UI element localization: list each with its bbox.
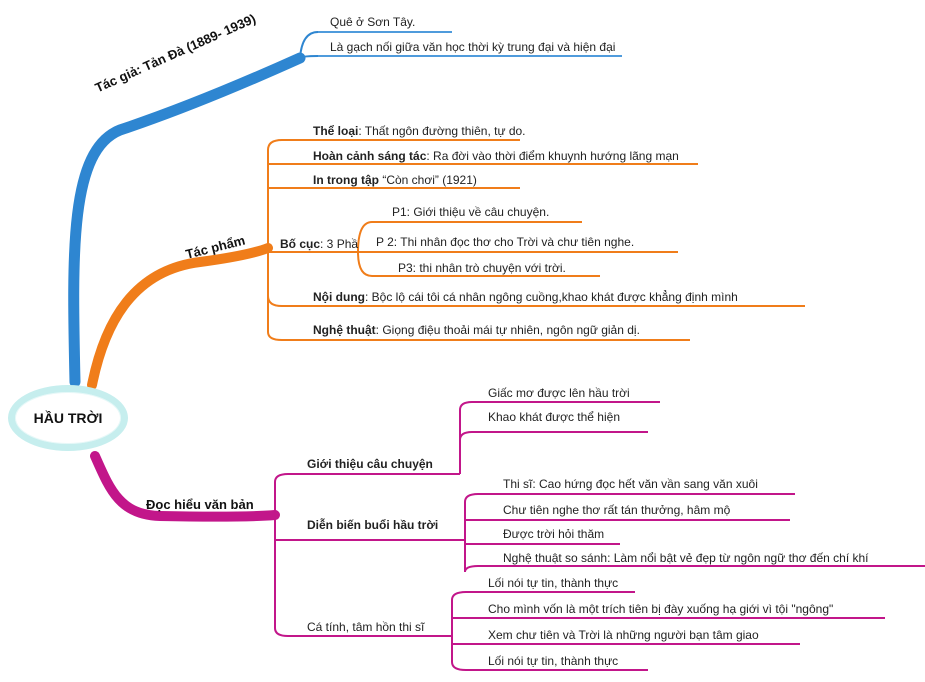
author-item-bridge[interactable]: Là gạch nối giữa văn học thời kỳ trung đ… — [330, 40, 616, 54]
work-art[interactable]: Nghệ thuật: Giọng điệu thoải mái tự nhiê… — [313, 323, 640, 337]
structure-part-1[interactable]: P1: Giới thiệu về câu chuyện. — [392, 205, 550, 219]
author-connector — [299, 31, 622, 59]
reading-connector — [274, 473, 465, 637]
work-genre-value: : Thất ngôn đường thiên, tự do. — [358, 124, 526, 138]
events-item-1[interactable]: Thi sĩ: Cao hứng đọc hết văn vần sang vă… — [503, 477, 758, 491]
personality-connector — [451, 591, 885, 671]
work-collection-value: “Còn chơi” (1921) — [379, 173, 477, 187]
work-structure-key: Bố cục — [280, 237, 321, 251]
central-node[interactable]: HẦU TRỜI — [8, 385, 128, 451]
personality-item-2[interactable]: Cho mình vốn là một trích tiên bị đày xu… — [488, 602, 834, 616]
work-content-key: Nội dung — [313, 290, 365, 304]
events-item-2[interactable]: Chư tiên nghe thơ rất tán thưởng, hâm mộ — [503, 503, 731, 517]
work-collection[interactable]: In trong tập “Còn chơi” (1921) — [313, 173, 477, 187]
structure-part-2[interactable]: P 2: Thi nhân đọc thơ cho Trời và chư ti… — [376, 235, 635, 249]
intro-connector — [459, 401, 660, 474]
author-underlines — [318, 31, 622, 57]
work-genre[interactable]: Thể loại: Thất ngôn đường thiên, tự do. — [313, 124, 526, 138]
work-context-key: Hoàn cảnh sáng tác — [313, 149, 427, 163]
personality-item-1[interactable]: Lối nói tự tin, thành thực — [488, 576, 619, 590]
intro-item-1[interactable]: Giấc mơ được lên hầu trời — [488, 386, 630, 400]
work-art-key: Nghệ thuật — [313, 323, 376, 337]
intro-item-2[interactable]: Khao khát được thể hiện — [488, 410, 620, 424]
work-context[interactable]: Hoàn cảnh sáng tác: Ra đời vào thời điểm… — [313, 149, 679, 163]
structure-part-3[interactable]: P3: thi nhân trò chuyện với trời. — [398, 261, 566, 275]
author-branch-line — [68, 52, 306, 388]
work-structure[interactable]: Bố cục: 3 Phầ — [280, 237, 358, 251]
work-content-value: : Bộc lộ cái tôi cá nhân ngông cuồng,kha… — [364, 290, 738, 304]
work-branch-line — [87, 243, 273, 390]
reading-intro-label[interactable]: Giới thiệu câu chuyện — [307, 457, 433, 471]
work-structure-value: : 3 Phầ — [320, 237, 359, 251]
reading-events-label[interactable]: Diễn biến buổi hầu trời — [307, 518, 439, 532]
personality-item-4[interactable]: Lối nói tự tin, thành thực — [488, 654, 619, 668]
reading-personality-label[interactable]: Cá tính, tâm hồn thi sĩ — [307, 620, 425, 634]
work-art-value: : Giọng điệu thoải mái tự nhiên, ngôn ng… — [375, 323, 640, 337]
work-collection-key: In trong tập — [313, 173, 379, 187]
reading-branch-label[interactable]: Đọc hiểu văn bản — [146, 497, 254, 512]
events-connector — [464, 493, 925, 573]
work-genre-key: Thể loại — [313, 124, 359, 138]
central-title: HẦU TRỜI — [33, 410, 103, 426]
work-structure-connector — [357, 221, 678, 277]
events-item-3[interactable]: Được trời hỏi thăm — [503, 527, 605, 541]
work-connector — [267, 139, 805, 341]
reading-branch-line — [90, 451, 280, 522]
personality-item-3[interactable]: Xem chư tiên và Trời là những người bạn … — [488, 628, 759, 642]
author-item-hometown[interactable]: Quê ở Sơn Tây. — [330, 15, 416, 29]
work-context-value: : Ra đời vào thời điểm khuynh hướng lãng… — [426, 149, 679, 163]
events-item-4[interactable]: Nghệ thuật so sánh: Làm nổi bật vẻ đẹp t… — [503, 551, 869, 565]
work-content[interactable]: Nội dung: Bộc lộ cái tôi cá nhân ngông c… — [313, 290, 738, 304]
